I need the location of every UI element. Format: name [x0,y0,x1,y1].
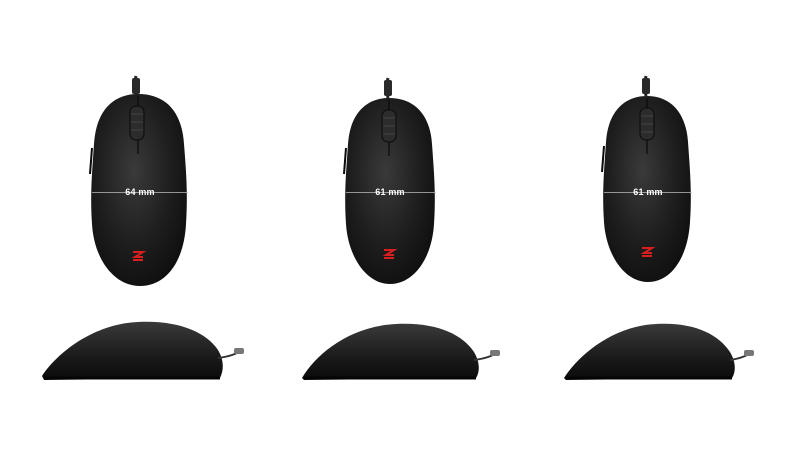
mouse-1-width-label: 64 mm [125,187,155,197]
mouse-2-side-view [298,316,504,388]
mouse-1-side-view [38,312,248,388]
mouse-1-side-image [42,321,244,380]
mouse-3-top-image [601,75,691,282]
mouse-1-top-view [84,74,192,290]
mouse-3-width-label: 61 mm [633,187,663,197]
mouse-2-width-label: 61 mm [375,187,405,197]
mouse-2-logo [382,249,398,259]
mouse-2-width-line [346,192,436,193]
mouse-2-side-image [302,323,500,380]
mouse-3-logo [640,247,656,257]
mouse-3-side-image [564,323,754,380]
mouse-2-top-image [343,77,435,284]
mouse-2-top-view [338,76,440,288]
mouse-1-top-image [89,75,187,286]
mouse-3-top-view [598,74,696,286]
mouse-1-width-line [92,192,188,193]
mouse-3-width-line [604,192,692,193]
mouse-3-side-view [560,316,758,388]
mouse-1-logo [131,251,147,261]
